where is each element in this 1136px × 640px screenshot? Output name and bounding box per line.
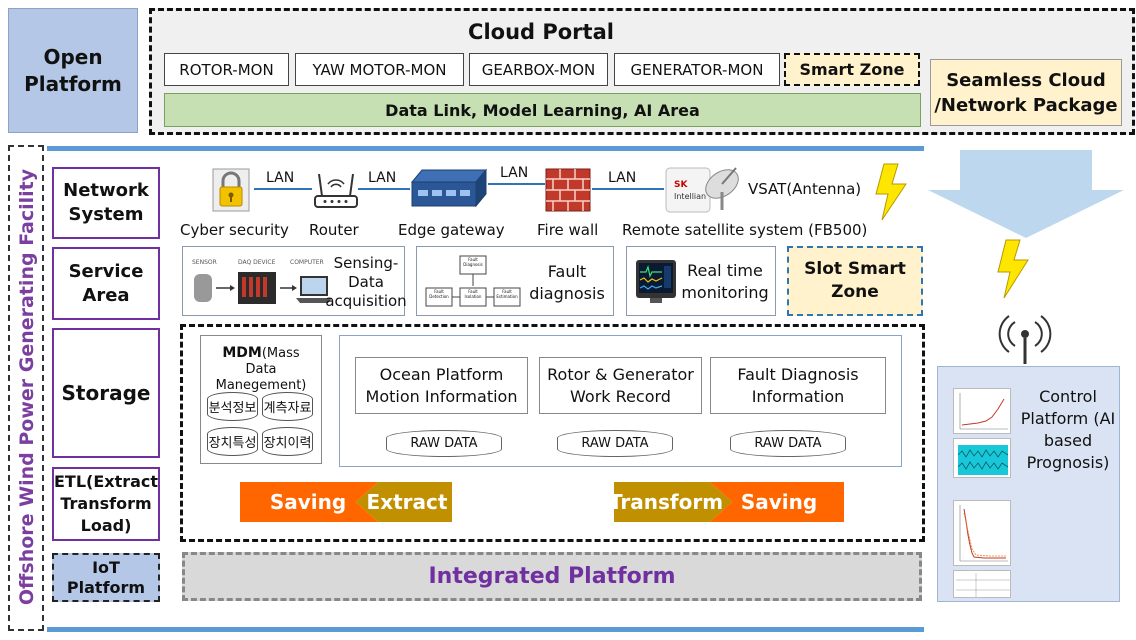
sensing-label: Sensing-Data acquisition: [325, 253, 407, 310]
db-analysis-info: 분석정보: [207, 392, 258, 421]
raw-data-2: RAW DATA: [557, 430, 673, 457]
down-arrow-icon: [928, 150, 1124, 238]
fault-tree-detection: Fault Detection: [429, 289, 449, 299]
computer-tag: COMPUTER: [290, 259, 324, 266]
bottom-blue-bar: [47, 627, 924, 632]
lightning-icon-large: [997, 239, 1029, 299]
category-network-system: Network System: [52, 167, 160, 239]
fault-diagnosis-label: Fault diagnosis: [529, 262, 605, 303]
fault-tree-diagram: [422, 252, 524, 312]
control-platform-label: Control Platform (AI based Prognosis): [1020, 387, 1116, 472]
mdm-title: MDM(Mass Data Manegement): [205, 345, 317, 394]
router-icon: [313, 172, 359, 210]
rotor-mon-box: ROTOR-MON: [164, 53, 289, 86]
fault-tree-estimation: Fault Estimation: [496, 289, 518, 299]
etl-saving-right: Saving: [740, 490, 818, 514]
open-platform-label: Open Platform: [24, 44, 122, 96]
edge-gateway-label: Edge gateway: [398, 221, 505, 239]
db-measurement-data: 계측자료: [262, 392, 313, 421]
facility-frame: [8, 145, 44, 631]
ocean-platform-info-box: Ocean Platform Motion Information: [355, 357, 528, 414]
lan-line-2: [358, 188, 410, 190]
cloud-portal-title: Cloud Portal: [468, 20, 614, 44]
router-label: Router: [309, 221, 359, 239]
category-service-area: Service Area: [52, 247, 160, 320]
smart-zone-box: Smart Zone: [784, 53, 920, 86]
remote-satellite-label: Remote satellite system (FB500): [622, 221, 868, 239]
seamless-cloud-box: Seamless Cloud /Network Package: [930, 59, 1122, 126]
db-device-history: 장치이력: [262, 427, 313, 456]
db-device-characteristics: 장치특성: [207, 427, 258, 456]
lan-label-4: LAN: [608, 170, 637, 186]
satellite-terminal-icon: [664, 162, 746, 214]
lan-label-2: LAN: [368, 170, 397, 186]
fault-tree-isolation: Fault Isolation: [464, 289, 482, 299]
padlock-icon: [212, 168, 250, 212]
firewall-icon: [545, 168, 591, 212]
facility-label-wrap: Offshore Wind Power Generating Facility: [10, 147, 44, 627]
cyber-security-label: Cyber security: [180, 221, 289, 239]
transform-saving-arrow: [614, 482, 844, 522]
prognosis-chart-3: [953, 500, 1011, 566]
satellite-brand-intellian: Intellian: [674, 192, 707, 201]
fault-diagnosis-info-box: Fault Diagnosis Information: [710, 357, 886, 414]
satellite-brand-sk: SK: [674, 180, 688, 190]
etl-extract: Extract: [366, 490, 448, 514]
prognosis-chart-1: [953, 388, 1011, 434]
sensing-box: [182, 246, 405, 316]
top-blue-bar: [47, 146, 924, 151]
vsat-antenna-label: VSAT(Antenna): [748, 180, 862, 198]
mdm-title-bold: MDM: [222, 345, 262, 361]
prognosis-chart-2: [953, 438, 1011, 478]
category-storage: Storage: [52, 328, 160, 458]
antenna-signal-icon: [998, 315, 1052, 364]
mdm-frame: [200, 335, 322, 464]
fire-wall-label: Fire wall: [537, 221, 599, 239]
slot-smart-zone-box: Slot Smart Zone: [787, 246, 923, 316]
raw-data-3: RAW DATA: [730, 430, 846, 457]
daq-tag: DAQ DEVICE: [238, 259, 276, 266]
lan-label-3: LAN: [500, 165, 529, 181]
patient-monitor-icon: [634, 258, 678, 304]
info-frame: [339, 335, 902, 467]
lan-label-1: LAN: [266, 170, 295, 186]
category-iot-platform: IoT Platform: [52, 553, 160, 602]
rotor-generator-record-box: Rotor & Generator Work Record: [539, 357, 702, 414]
integrated-platform-bar: Integrated Platform: [182, 552, 922, 601]
storage-frame: [180, 324, 925, 542]
generator-mon-box: GENERATOR-MON: [614, 53, 780, 86]
mdm-title-rest: (Mass Data Manegement): [215, 346, 307, 393]
lightning-icon-small: [875, 163, 907, 221]
category-etl: ETL(Extract Transform Load): [52, 467, 160, 541]
yaw-motor-mon-box: YAW MOTOR-MON: [295, 53, 464, 86]
sensing-pipeline-icon: [188, 268, 333, 308]
raw-data-1: RAW DATA: [386, 430, 502, 457]
open-platform-box: Open Platform: [8, 8, 138, 133]
lan-line-1: [254, 188, 312, 190]
etl-saving-left: Saving: [269, 490, 347, 514]
lan-line-3: [488, 183, 545, 185]
edge-gateway-icon: [410, 166, 488, 210]
prognosis-table: [953, 570, 1011, 598]
facility-label: Offshore Wind Power Generating Facility: [16, 168, 39, 606]
fault-tree-top: Fault Diagnosis: [463, 257, 483, 267]
realtime-monitoring-label: Real time monitoring: [681, 261, 769, 302]
data-link-bar: Data Link, Model Learning, AI Area: [164, 93, 921, 127]
sensor-tag: SENSOR: [192, 259, 217, 266]
lan-line-4: [592, 188, 664, 190]
gearbox-mon-box: GEARBOX-MON: [469, 53, 608, 86]
saving-extract-arrow: [240, 482, 452, 522]
etl-transform: Transform: [608, 490, 724, 514]
